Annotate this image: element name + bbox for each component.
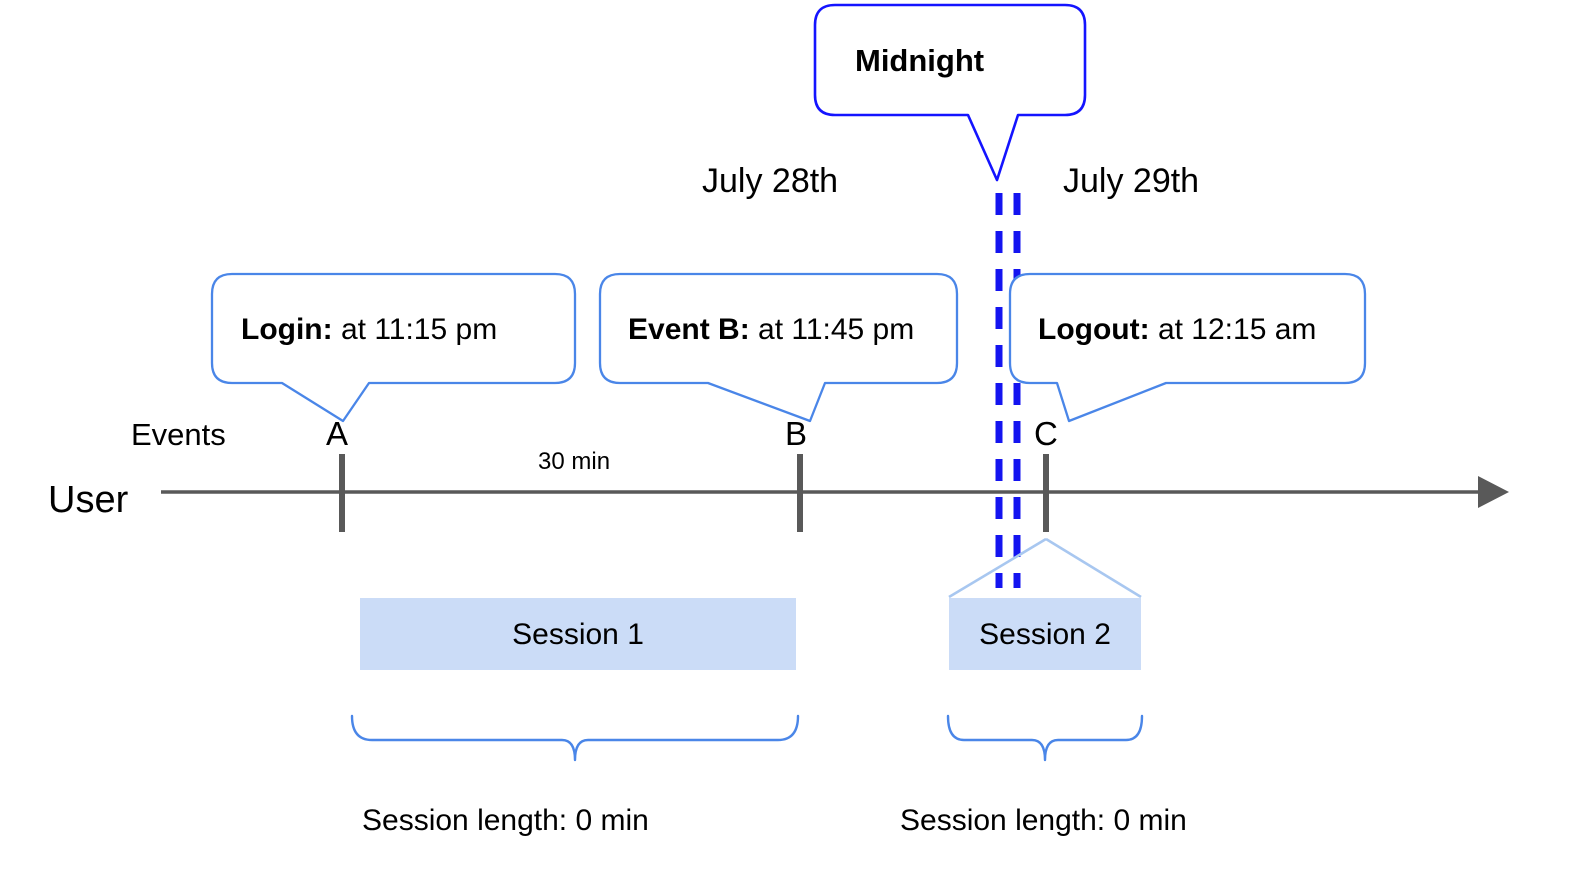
midnight-callout: Midnight — [813, 3, 1087, 182]
session-2-connectors — [948, 537, 1142, 599]
event-callout-login-bubble — [210, 272, 577, 423]
event-callout-event-b-rest: at 11:45 pm — [750, 313, 915, 346]
event-letter-b: B — [785, 415, 807, 452]
session-2-connector-right — [1045, 537, 1142, 599]
session-2-brace — [946, 714, 1144, 762]
interval-label-30min: 30 min — [538, 448, 610, 475]
event-callout-logout-rest: at 12:15 am — [1150, 313, 1317, 346]
events-row-label: Events — [131, 417, 226, 452]
session-2-box — [949, 598, 1141, 670]
event-callout-logout-strong: Logout: — [1038, 313, 1150, 346]
session-2-connector-left — [948, 537, 1047, 599]
event-callout-login-text: Login: at 11:15 pm — [241, 313, 497, 346]
session-1-label: Session 1 — [512, 618, 644, 651]
session-1-brace — [350, 714, 800, 762]
event-letter-a: A — [326, 415, 348, 452]
session-2-block: Session 2 — [949, 598, 1141, 670]
timeline-arrowhead — [1478, 476, 1509, 508]
event-callout-login-strong: Login: — [241, 313, 333, 346]
midnight-label: Midnight — [855, 43, 984, 78]
midnight-callout-bubble — [813, 3, 1087, 182]
day-label-july-28: July 28th — [702, 162, 838, 200]
timeline-axis — [161, 476, 1509, 508]
event-callout-event-b: Event B: at 11:45 pm — [598, 272, 959, 423]
user-row-label: User — [48, 479, 129, 521]
day-label-july-29: July 29th — [1063, 162, 1199, 200]
session-1-box — [360, 598, 796, 670]
event-callout-login-rest: at 11:15 pm — [333, 313, 498, 346]
session-1-length-label: Session length: 0 min — [362, 804, 649, 837]
session-2-label: Session 2 — [979, 618, 1111, 651]
event-callout-logout-text: Logout: at 12:15 am — [1038, 313, 1316, 346]
event-letter-c: C — [1034, 415, 1058, 452]
event-callout-event-b-bubble — [598, 272, 959, 423]
event-callout-event-b-text: Event B: at 11:45 pm — [628, 313, 914, 346]
session-2-length-label: Session length: 0 min — [900, 804, 1187, 837]
midnight-divider — [995, 193, 1021, 588]
session-1-block: Session 1 — [360, 598, 796, 670]
event-callout-login: Login: at 11:15 pm — [210, 272, 577, 423]
event-callout-event-b-strong: Event B: — [628, 313, 750, 346]
event-callout-logout: Logout: at 12:15 am — [1008, 272, 1367, 423]
event-callout-logout-bubble — [1008, 272, 1367, 423]
